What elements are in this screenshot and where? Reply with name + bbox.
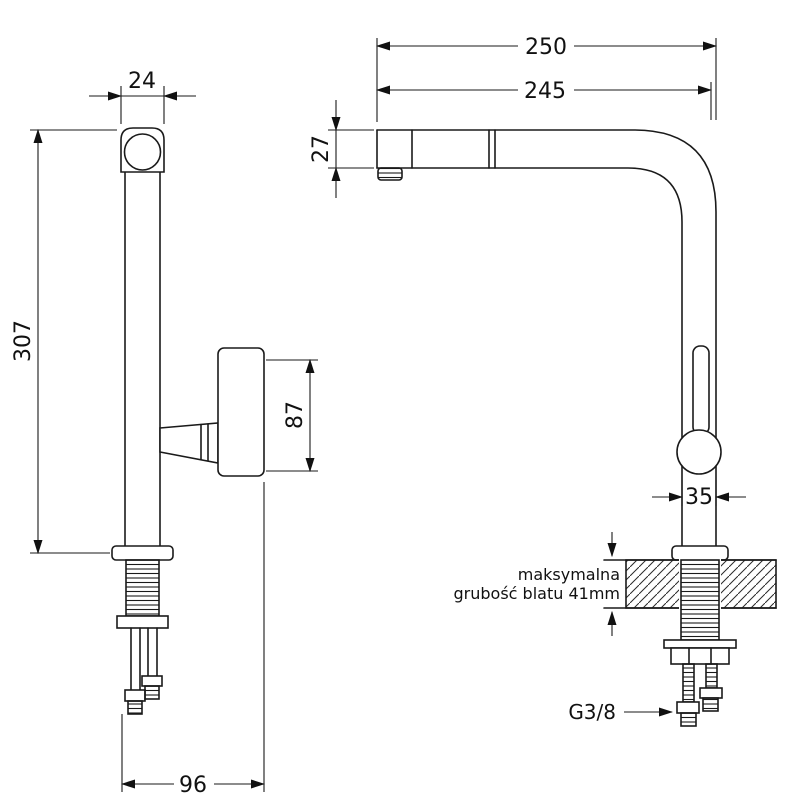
dimension-base-depth: 96 (120, 482, 266, 798)
countertop-thickness-note: maksymalna grubość blatu 41mm (454, 532, 620, 636)
front-mounting-nut (670, 647, 730, 665)
side-stud-left (130, 627, 141, 691)
front-hose-left-tip (680, 712, 697, 727)
front-hose-right-tip (702, 697, 719, 712)
dimension-spout-reach: 245 (375, 78, 713, 120)
dimension-overall-reach: 250 (375, 34, 718, 122)
dimension-spout-width: 24 (89, 69, 196, 124)
dimension-total-height: 307 (11, 128, 117, 555)
side-stud-right-nut (141, 675, 163, 687)
side-threaded-shank (125, 559, 160, 617)
dim-245-label: 245 (524, 79, 566, 104)
front-hose-left-nut (676, 701, 700, 714)
side-stud-left-nut (124, 689, 146, 702)
side-spout-cap (120, 127, 165, 173)
dim-307-label: 307 (11, 320, 36, 362)
thread-size-label: G3/8 (568, 700, 616, 724)
front-pullout-joint (488, 129, 496, 169)
faucet-front-view (376, 129, 777, 727)
front-hose-left (682, 663, 695, 703)
dim-27-label: 27 (309, 135, 334, 163)
front-ball-joint (676, 429, 722, 475)
front-spout-outer (376, 129, 717, 547)
thread-size-callout: G3/8 (568, 700, 674, 724)
front-spout-inner (376, 167, 683, 547)
dim-250-label: 250 (525, 35, 567, 60)
front-aerator (377, 167, 403, 181)
side-stud-right (147, 627, 158, 677)
front-nut-facets (688, 647, 712, 665)
dimension-lever-length: 87 (266, 358, 318, 473)
side-lever-handle (217, 347, 265, 477)
front-hose-right (705, 663, 718, 689)
dim-24-label: 24 (128, 69, 156, 94)
dim-96-label: 96 (179, 773, 207, 798)
front-base-flange (671, 545, 729, 561)
side-stud-left-tip (127, 700, 143, 715)
front-threaded-shank (680, 559, 720, 641)
side-mounting-plate (116, 615, 169, 629)
dimension-spout-tube-height: 27 (309, 100, 374, 198)
side-base-flange (111, 545, 174, 561)
countertop-note-line2: grubość blatu 41mm (454, 584, 620, 603)
dim-87-label: 87 (283, 401, 308, 429)
front-hose-right-nut (699, 687, 723, 699)
countertop-note-line1: maksymalna (518, 565, 620, 584)
side-stud-right-tip (144, 685, 160, 700)
faucet-side-view (111, 127, 265, 715)
dimension-body-width: 35 (652, 480, 746, 510)
side-lever-connector (159, 422, 219, 464)
dim-35-label: 35 (685, 485, 713, 510)
side-swivel-ball (123, 133, 162, 171)
front-washer (663, 639, 737, 649)
front-lever-rod (692, 345, 710, 435)
